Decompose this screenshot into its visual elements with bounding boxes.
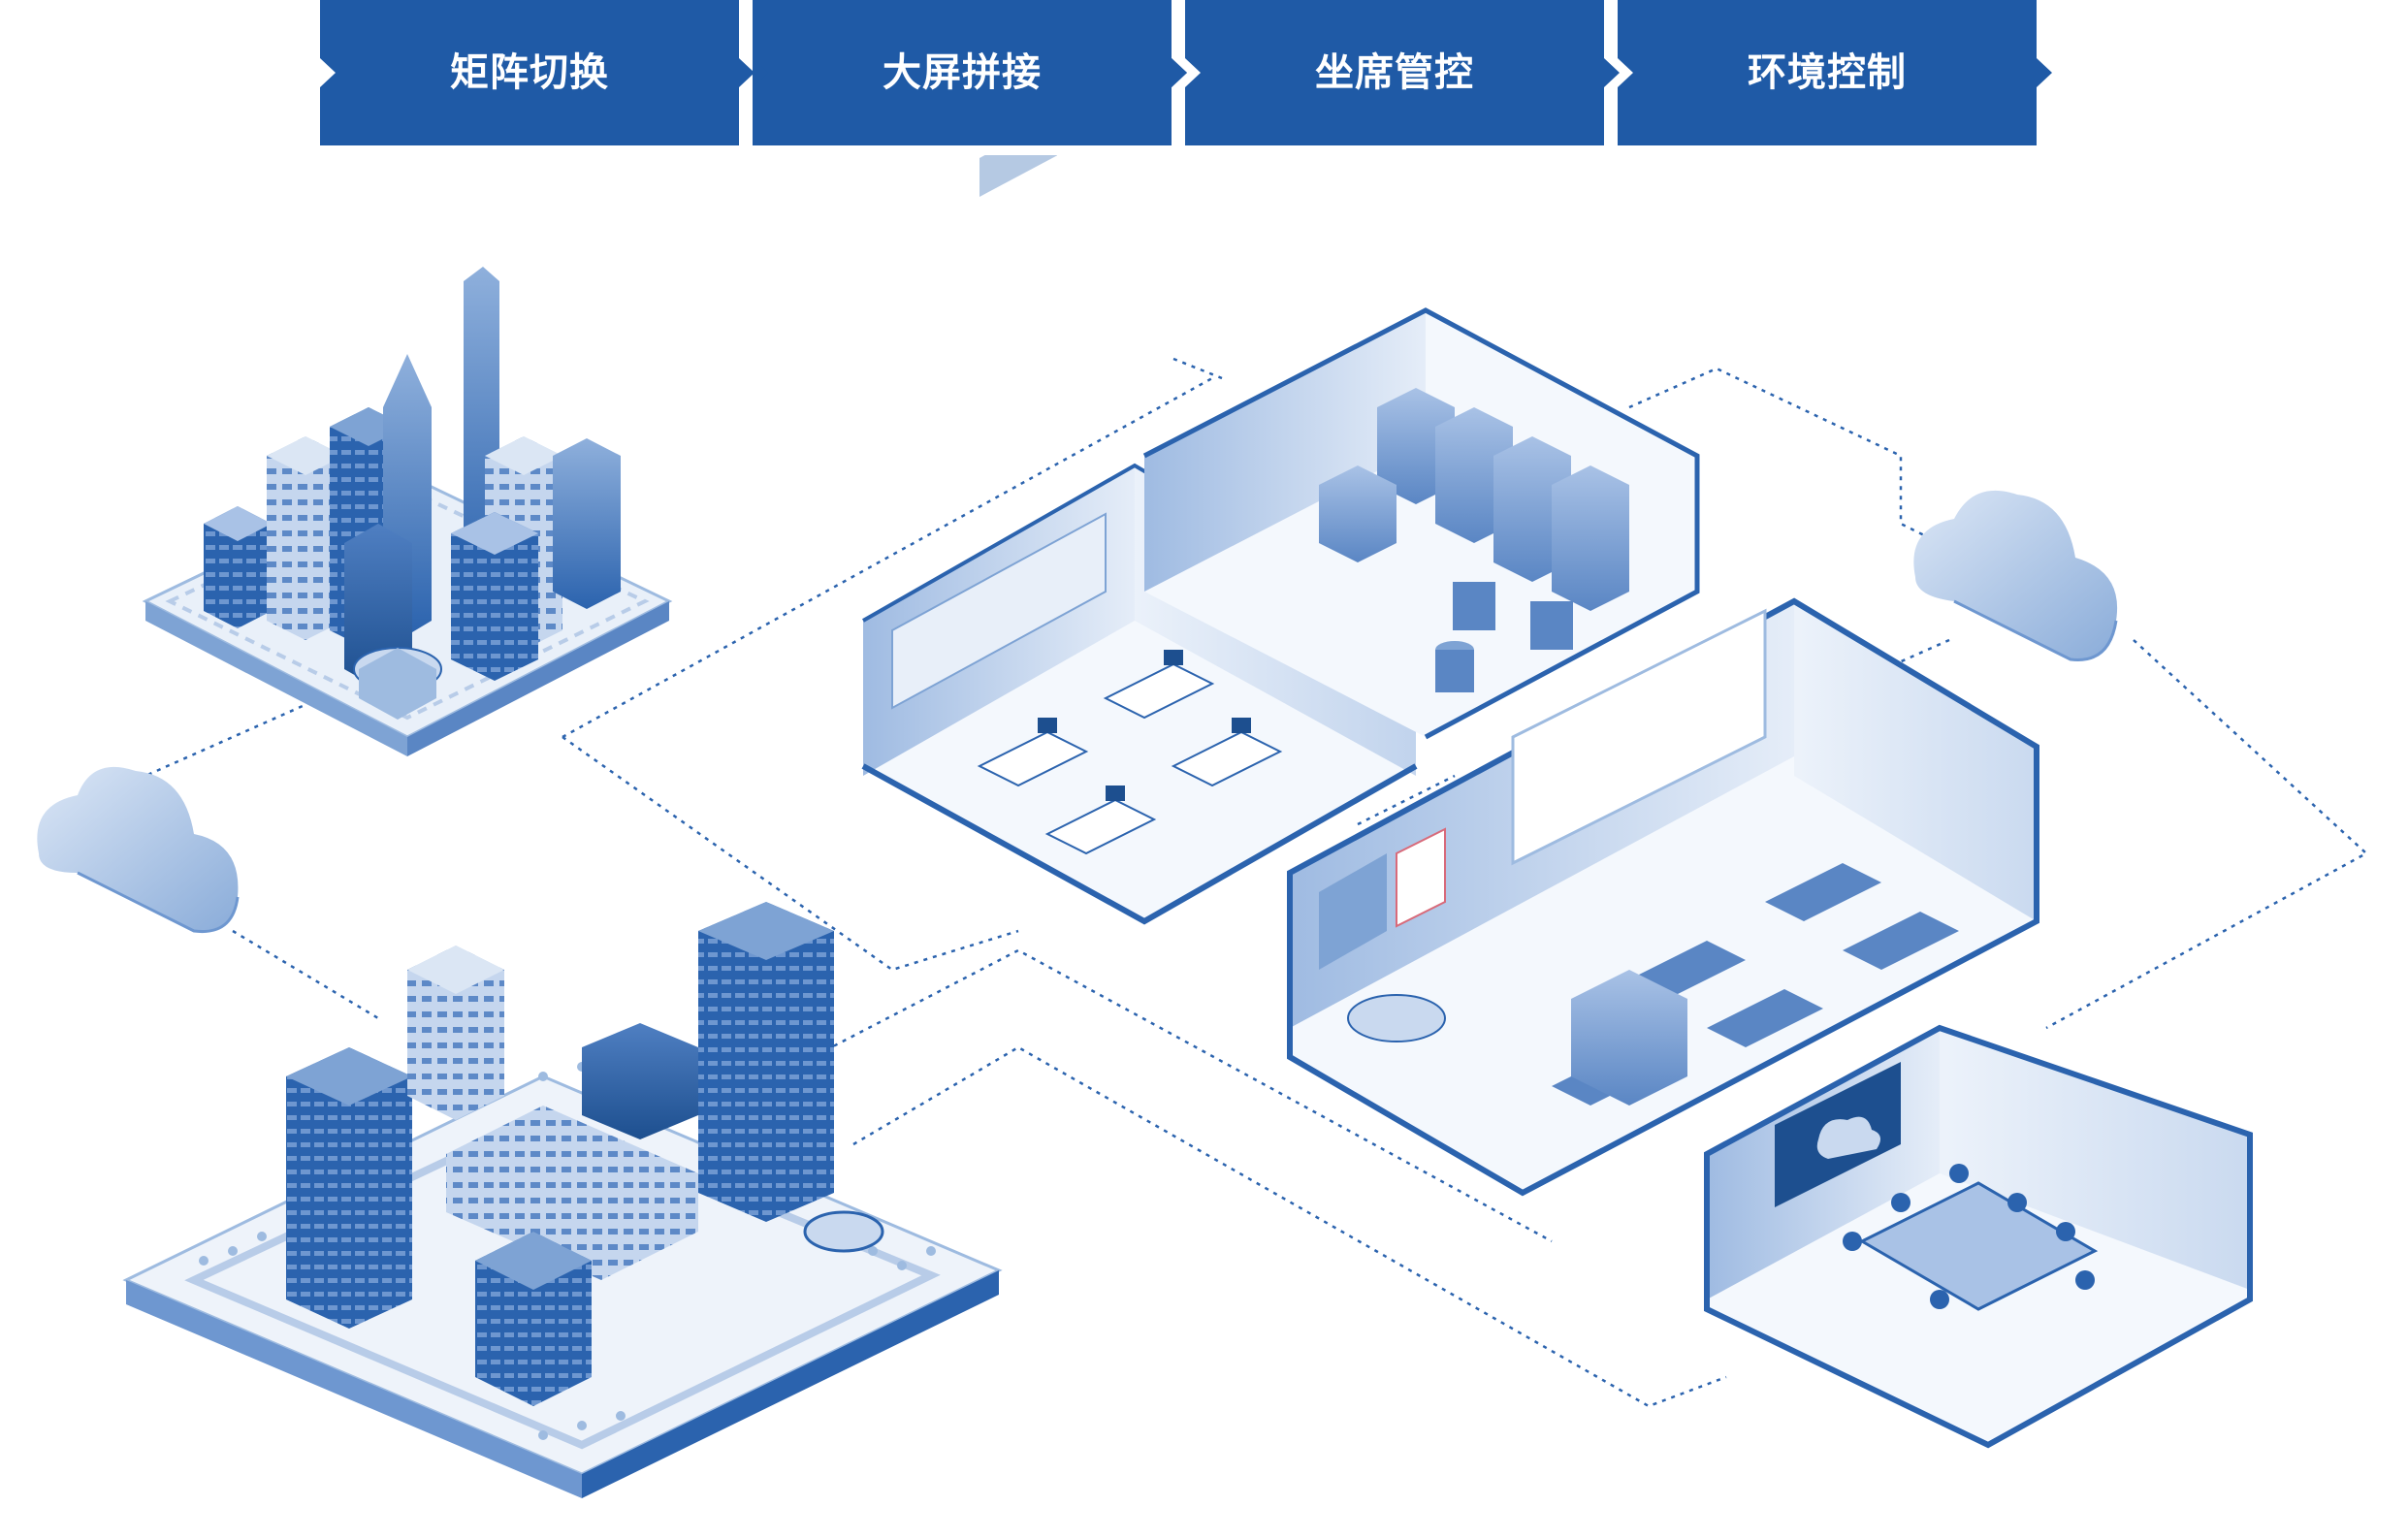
control-center-room xyxy=(1287,597,2039,1197)
tab-video-wall-splicing[interactable]: 大屏拼接 xyxy=(753,0,1187,145)
tab-label: 坐席管控 xyxy=(1315,50,1474,95)
tab-label: 矩阵切换 xyxy=(450,50,609,95)
cloud-icon xyxy=(1913,490,2118,661)
tab-seat-control[interactable]: 坐席管控 xyxy=(1185,0,1620,145)
tab-shape xyxy=(1185,0,1620,145)
isometric-system-diagram xyxy=(37,155,2369,1498)
feature-tab-bar: 矩阵切换 大屏拼接 坐席管控 环境控制 xyxy=(320,0,2052,145)
tab-label: 环境控制 xyxy=(1748,50,1907,95)
cloud-icon xyxy=(37,766,240,934)
tab-shape xyxy=(1618,0,2052,145)
tab-shape xyxy=(753,0,1187,145)
city-district-illustration xyxy=(142,267,673,756)
tab-label: 大屏拼接 xyxy=(883,50,1042,95)
campus-district-illustration xyxy=(122,902,1003,1498)
tab-matrix-switching[interactable]: 矩阵切换 xyxy=(320,0,755,145)
tab-environment-control[interactable]: 环境控制 xyxy=(1618,0,2052,145)
conference-room xyxy=(1704,1024,2253,1449)
server-room xyxy=(1142,307,1700,740)
tab-shape xyxy=(320,0,755,145)
